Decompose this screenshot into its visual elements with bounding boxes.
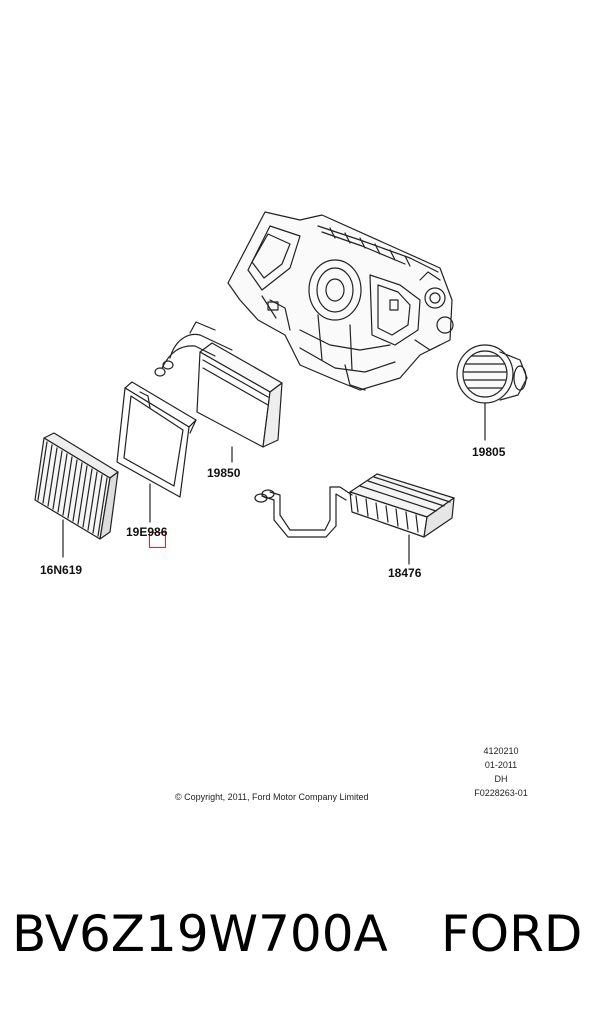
blower-motor <box>456 344 528 441</box>
evaporator-seal <box>116 381 197 523</box>
hvac-housing-assembly <box>227 211 454 391</box>
evaporator-core <box>154 321 283 463</box>
callout-19850: 19850 <box>207 466 241 480</box>
drawing-info: 4120210 01-2011 DH F0228263-01 <box>470 744 532 800</box>
copyright-text: © Copyright, 2011, Ford Motor Company Li… <box>175 792 369 802</box>
brand-name: FORD <box>441 905 583 963</box>
exploded-parts-diagram <box>34 211 528 565</box>
highlight-box <box>149 532 166 548</box>
heater-core <box>254 473 455 565</box>
drawing-info-line: 01-2011 <box>484 760 518 770</box>
drawing-info-line: 4120210 <box>483 746 519 756</box>
callout-16n619: 16N619 <box>40 563 83 577</box>
drawing-info-line: DH <box>494 774 508 784</box>
callout-18476: 18476 <box>388 566 422 580</box>
cabin-air-filter <box>34 432 119 558</box>
drawing-info-line: F0228263-01 <box>474 788 528 798</box>
part-number: BV6Z19W700A <box>12 905 388 963</box>
callout-19805: 19805 <box>472 445 506 459</box>
callout-19e986: 19E986 <box>126 525 168 539</box>
